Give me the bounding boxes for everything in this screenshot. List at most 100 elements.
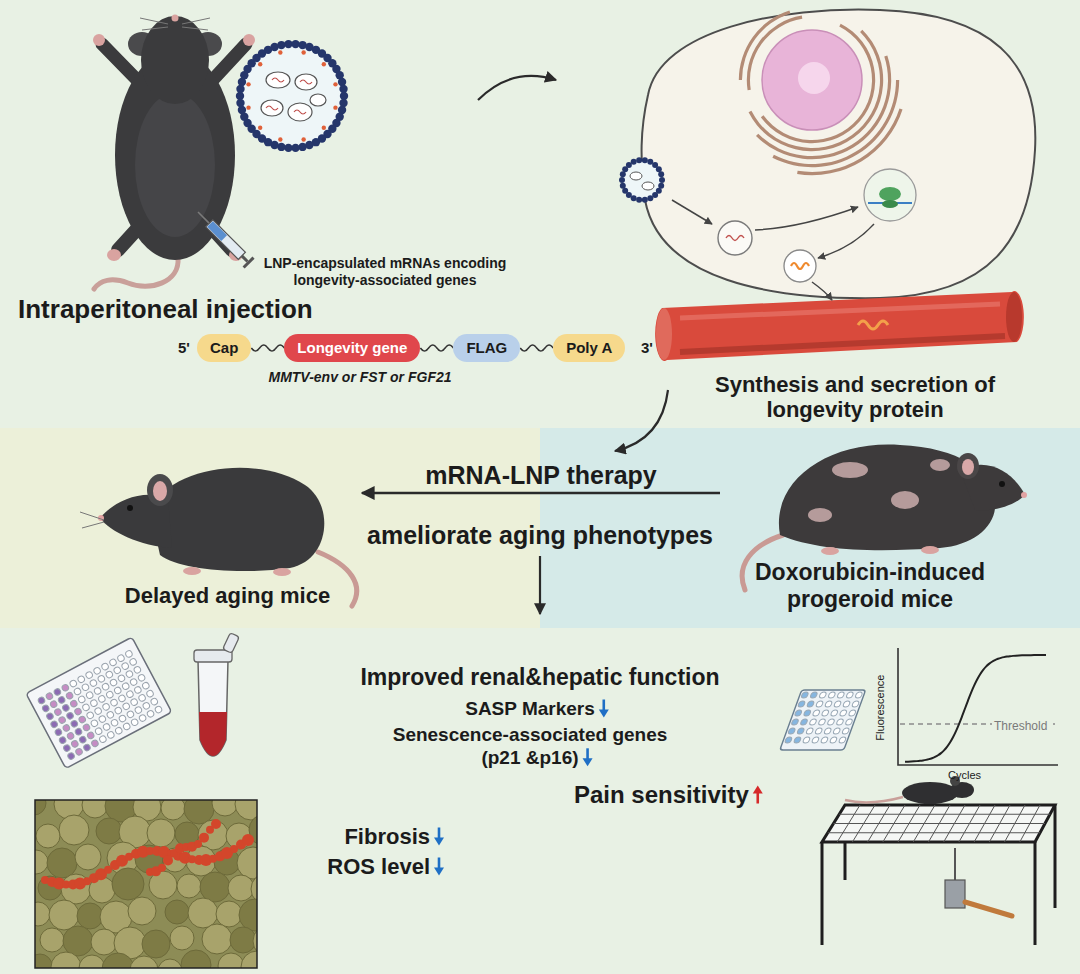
mouse-progeroid-part	[821, 547, 839, 555]
cell-part	[879, 187, 901, 201]
well	[89, 679, 98, 688]
mouse-progeroid-part	[808, 508, 832, 522]
tissue-cell	[230, 927, 256, 953]
lipid-dot	[338, 78, 346, 86]
tag-segment: FLAG	[453, 334, 520, 362]
lipid-dot	[642, 197, 648, 203]
decrease-arrow-part	[438, 828, 441, 839]
lipid-dot	[236, 85, 244, 93]
tissue-cell	[198, 820, 228, 850]
well	[91, 739, 100, 748]
outcome-text: SASP Markers	[420, 698, 640, 721]
well	[102, 723, 111, 732]
well	[129, 658, 138, 667]
tissue-cell	[63, 926, 93, 956]
flow-arrow	[478, 76, 556, 100]
qpcr-chart	[898, 648, 1058, 765]
well	[90, 699, 99, 708]
node-label: FLAG	[466, 338, 507, 358]
mesh-line	[839, 814, 1050, 815]
histology-cells	[35, 800, 257, 968]
cell-part	[755, 207, 858, 230]
well	[90, 719, 99, 728]
well	[85, 671, 94, 680]
mouse-topview-part	[140, 18, 210, 30]
histology	[22, 788, 285, 974]
well	[106, 710, 115, 719]
well	[794, 710, 802, 716]
well	[134, 686, 143, 695]
tissue-cell	[188, 898, 218, 928]
well	[837, 692, 845, 698]
label-box: MMTV-env or FST or FGF21	[225, 369, 495, 386]
mouse-progeroid-part	[957, 453, 979, 479]
well	[109, 678, 118, 687]
well	[809, 719, 817, 725]
well	[793, 737, 801, 743]
edge-label-box: mRNA-LNP therapy	[425, 460, 657, 490]
well	[86, 711, 95, 720]
mouse-delayed-aging-part	[150, 468, 324, 571]
blood-vessel-part	[858, 321, 888, 329]
well	[122, 702, 131, 711]
outcome-text: Fibrosis	[280, 824, 430, 850]
mouse-topview-part	[135, 93, 215, 237]
well	[838, 737, 846, 743]
well	[806, 701, 814, 707]
lipid-dot	[284, 144, 292, 152]
fibrosis-stain	[242, 834, 254, 846]
well	[113, 686, 122, 695]
well	[830, 710, 838, 716]
well	[46, 712, 55, 721]
lnp-zoom-part	[240, 44, 344, 148]
er-membrane	[749, 30, 884, 152]
tissue-cell	[61, 874, 91, 904]
tissue-cell	[165, 900, 189, 924]
effect-label: ameliorate aging phenotypes	[350, 520, 730, 550]
well	[75, 747, 84, 756]
well	[70, 719, 79, 728]
well	[49, 700, 58, 709]
well	[848, 710, 856, 716]
well	[146, 709, 155, 718]
well	[138, 714, 147, 723]
outcome-text: Senescence-associated genes (p21 &p16)	[385, 724, 675, 770]
therapy-arrow	[362, 492, 720, 495]
node-label: Synthesis and secretion of longevity pro…	[690, 372, 1020, 423]
well	[791, 719, 799, 725]
step-label: Intraperitoneal injection	[18, 294, 348, 325]
label-box: 3'	[641, 339, 661, 357]
syringe-part	[243, 257, 255, 269]
well	[125, 670, 134, 679]
mouse-progeroid-part	[930, 459, 950, 471]
well	[812, 710, 820, 716]
well	[129, 678, 138, 687]
mouse-progeroid-part	[962, 459, 974, 475]
tissue-cell	[202, 924, 232, 954]
well	[117, 654, 126, 663]
well	[818, 719, 826, 725]
von-frey-apparatus-part	[822, 805, 1055, 842]
tissue-cell	[170, 926, 194, 950]
tissue-cell	[77, 903, 103, 929]
tissue-cell	[142, 930, 170, 958]
tissue-cell	[36, 824, 60, 848]
qpcr-chart-part	[898, 648, 1058, 765]
well	[94, 707, 103, 716]
blood-vessel-part	[656, 308, 672, 360]
node-label: Doxorubicin-induced progeroid mice	[730, 559, 1010, 612]
well	[842, 701, 850, 707]
label-box: Fibrosis	[280, 824, 430, 850]
mouse-delayed-aging-part	[127, 505, 133, 511]
well	[121, 662, 130, 671]
lipid-dot	[301, 137, 305, 141]
mouse-progeroid-part	[999, 481, 1005, 487]
blood-tube-part	[198, 660, 228, 756]
well	[846, 692, 854, 698]
well	[133, 666, 142, 675]
lipid-dot	[620, 183, 626, 189]
lipid-dot	[647, 195, 653, 201]
wavy-link	[520, 345, 553, 351]
syringe-part	[206, 220, 246, 260]
